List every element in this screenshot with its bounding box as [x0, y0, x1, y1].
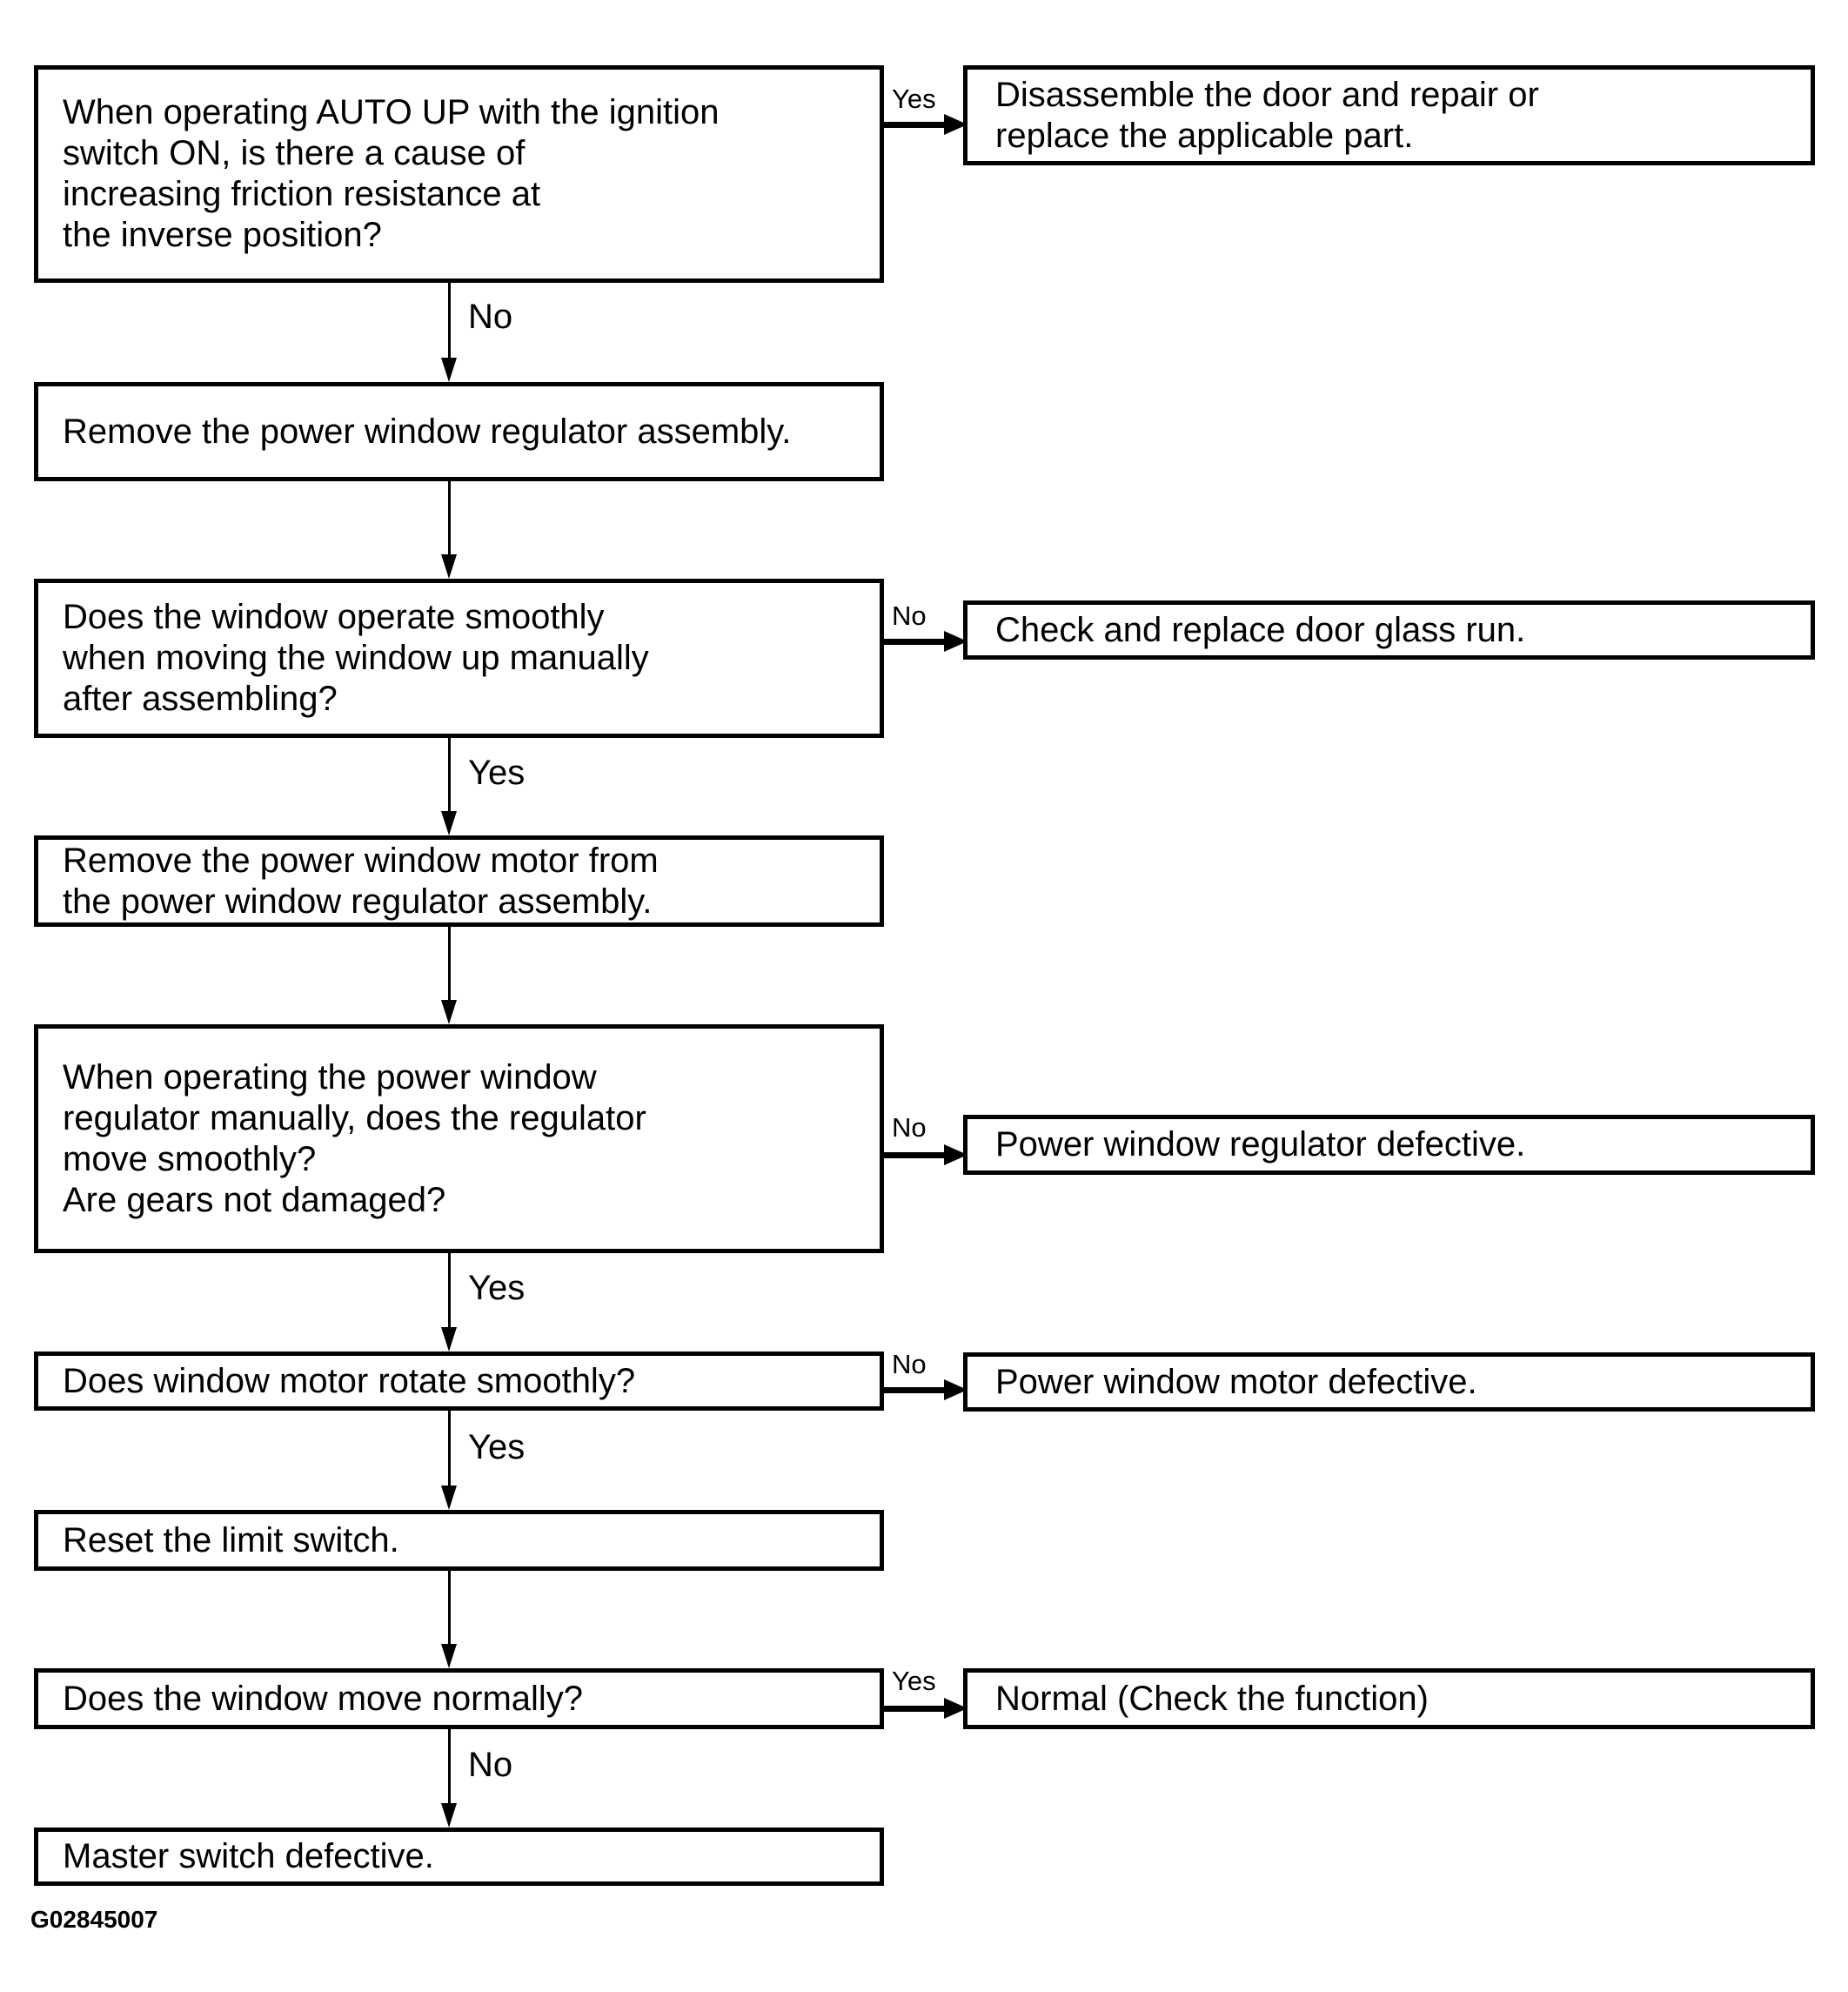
edge-label-no: No [468, 1746, 513, 1784]
figure-id-caption: G02845007 [30, 1906, 158, 1933]
edge-label-no: No [468, 298, 513, 336]
arrow-line [448, 283, 451, 359]
node-question-window-move-normally: Does the window move normally? [34, 1668, 884, 1729]
arrow-down-icon [441, 554, 457, 579]
arrow-line [448, 1729, 451, 1805]
arrow-line [884, 122, 944, 128]
node-question-window-operate-smoothly: Does the window operate smoothly when mo… [34, 579, 884, 738]
arrow-right-icon [944, 631, 968, 652]
node-step-remove-regulator-assembly: Remove the power window regulator assemb… [34, 382, 884, 481]
arrow-right-icon [944, 1144, 968, 1165]
edge-label-yes: Yes [468, 1269, 526, 1307]
arrow-line [448, 1253, 451, 1329]
arrow-line [884, 1387, 944, 1393]
node-result-regulator-defective: Power window regulator defective. [963, 1115, 1815, 1175]
arrow-line [884, 1706, 944, 1712]
node-result-disassemble-door: Disassemble the door and repair or repla… [963, 65, 1815, 165]
edge-label-yes: Yes [468, 754, 526, 792]
node-question-regulator-move-smoothly: When operating the power window regulato… [34, 1024, 884, 1253]
edge-label-yes: Yes [892, 84, 936, 114]
edge-label-yes: Yes [468, 1428, 526, 1466]
node-result-motor-defective: Power window motor defective. [963, 1352, 1815, 1412]
arrow-down-icon [441, 811, 457, 835]
arrow-down-icon [441, 1486, 457, 1510]
arrow-down-icon [441, 358, 457, 382]
arrow-line [448, 1411, 451, 1487]
node-question-auto-up-friction: When operating AUTO UP with the ignition… [34, 65, 884, 283]
node-result-normal: Normal (Check the function) [963, 1668, 1815, 1729]
node-step-remove-motor: Remove the power window motor from the p… [34, 835, 884, 927]
arrow-down-icon [441, 1327, 457, 1351]
arrow-down-icon [441, 1644, 457, 1668]
edge-label-yes: Yes [892, 1666, 936, 1696]
arrow-right-icon [944, 1379, 968, 1400]
arrow-line [448, 1571, 451, 1646]
arrow-line [448, 738, 451, 813]
node-result-check-door-glass-run: Check and replace door glass run. [963, 600, 1815, 660]
arrow-right-icon [944, 1698, 968, 1719]
edge-label-no: No [892, 600, 927, 631]
arrow-line [884, 639, 944, 645]
node-result-master-switch-defective: Master switch defective. [34, 1828, 884, 1886]
edge-label-no: No [892, 1349, 927, 1379]
arrow-down-icon [441, 1803, 457, 1828]
arrow-line [448, 481, 451, 556]
node-question-motor-rotate-smoothly: Does window motor rotate smoothly? [34, 1351, 884, 1411]
edge-label-no: No [892, 1112, 927, 1143]
arrow-down-icon [441, 1000, 457, 1024]
arrow-right-icon [944, 114, 968, 135]
node-step-reset-limit-switch: Reset the limit switch. [34, 1510, 884, 1571]
arrow-line [448, 927, 451, 1002]
arrow-line [884, 1152, 944, 1158]
